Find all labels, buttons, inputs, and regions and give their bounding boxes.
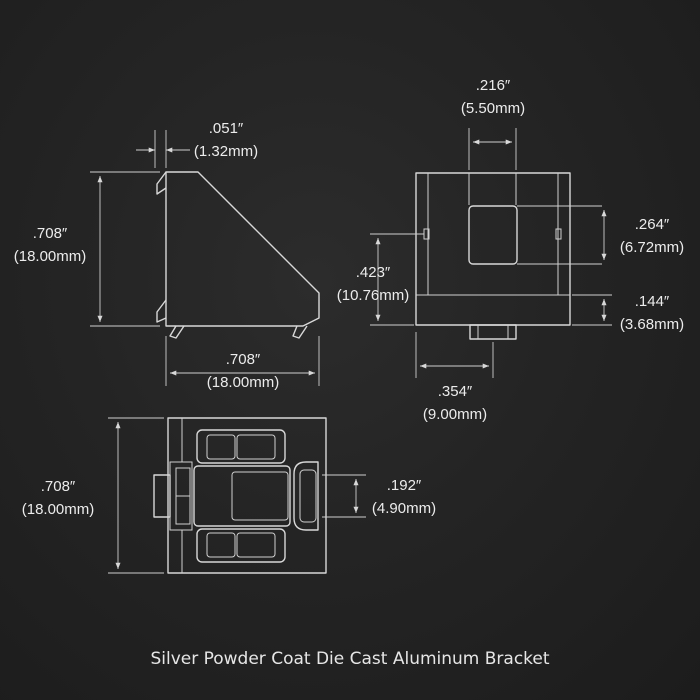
front-window-mm: (6.72mm)	[620, 239, 684, 256]
top-view-outline	[167, 417, 327, 574]
front-hole-inch: .423″	[356, 264, 391, 281]
side-lip-inch: .051″	[209, 120, 244, 137]
front-half-mm: (9.00mm)	[423, 406, 487, 423]
side-width-mm: (18.00mm)	[207, 374, 280, 391]
side-view-top-lip	[156, 171, 167, 195]
side-width-inch: .708″	[226, 351, 261, 368]
top-view: .708″ (18.00mm) .192″ (4.90mm)	[22, 417, 436, 574]
side-view-outline	[165, 171, 320, 327]
side-height-inch: .708″	[33, 225, 68, 242]
top-tab-inch: .192″	[387, 477, 422, 494]
front-window-inch: .264″	[635, 216, 670, 233]
front-view-bottom-tab	[469, 324, 517, 340]
drawing-caption: Silver Powder Coat Die Cast Aluminum Bra…	[150, 649, 549, 669]
side-lip-mm: (1.32mm)	[194, 143, 258, 160]
top-height-mm: (18.00mm)	[22, 501, 95, 518]
side-view-side-lip	[156, 299, 167, 323]
front-hole-mm: (10.76mm)	[337, 287, 410, 304]
top-view-pad-bottom	[196, 528, 286, 563]
top-view-right-tab	[293, 461, 319, 531]
front-view-outline	[415, 172, 571, 326]
front-view-window	[468, 205, 518, 265]
side-view-foot-left	[169, 325, 185, 339]
top-tab-mm: (4.90mm)	[372, 500, 436, 517]
front-half-inch: .354″	[438, 383, 473, 400]
side-height-mm: (18.00mm)	[14, 248, 87, 265]
front-view: .216″ (5.50mm) .264″ (6.72mm) .144″ (3.6…	[337, 77, 684, 423]
side-view-foot-right	[292, 325, 308, 339]
top-view-pad-top	[196, 429, 286, 464]
front-slot-mm: (5.50mm)	[461, 100, 525, 117]
front-slot-inch: .216″	[476, 77, 511, 94]
front-base-inch: .144″	[635, 293, 670, 310]
top-view-center-block	[193, 465, 291, 527]
top-height-inch: .708″	[41, 478, 76, 495]
side-view: .051″ (1.32mm) .708″ (18.00mm) .708″ (18…	[14, 120, 320, 391]
front-base-mm: (3.68mm)	[620, 316, 684, 333]
